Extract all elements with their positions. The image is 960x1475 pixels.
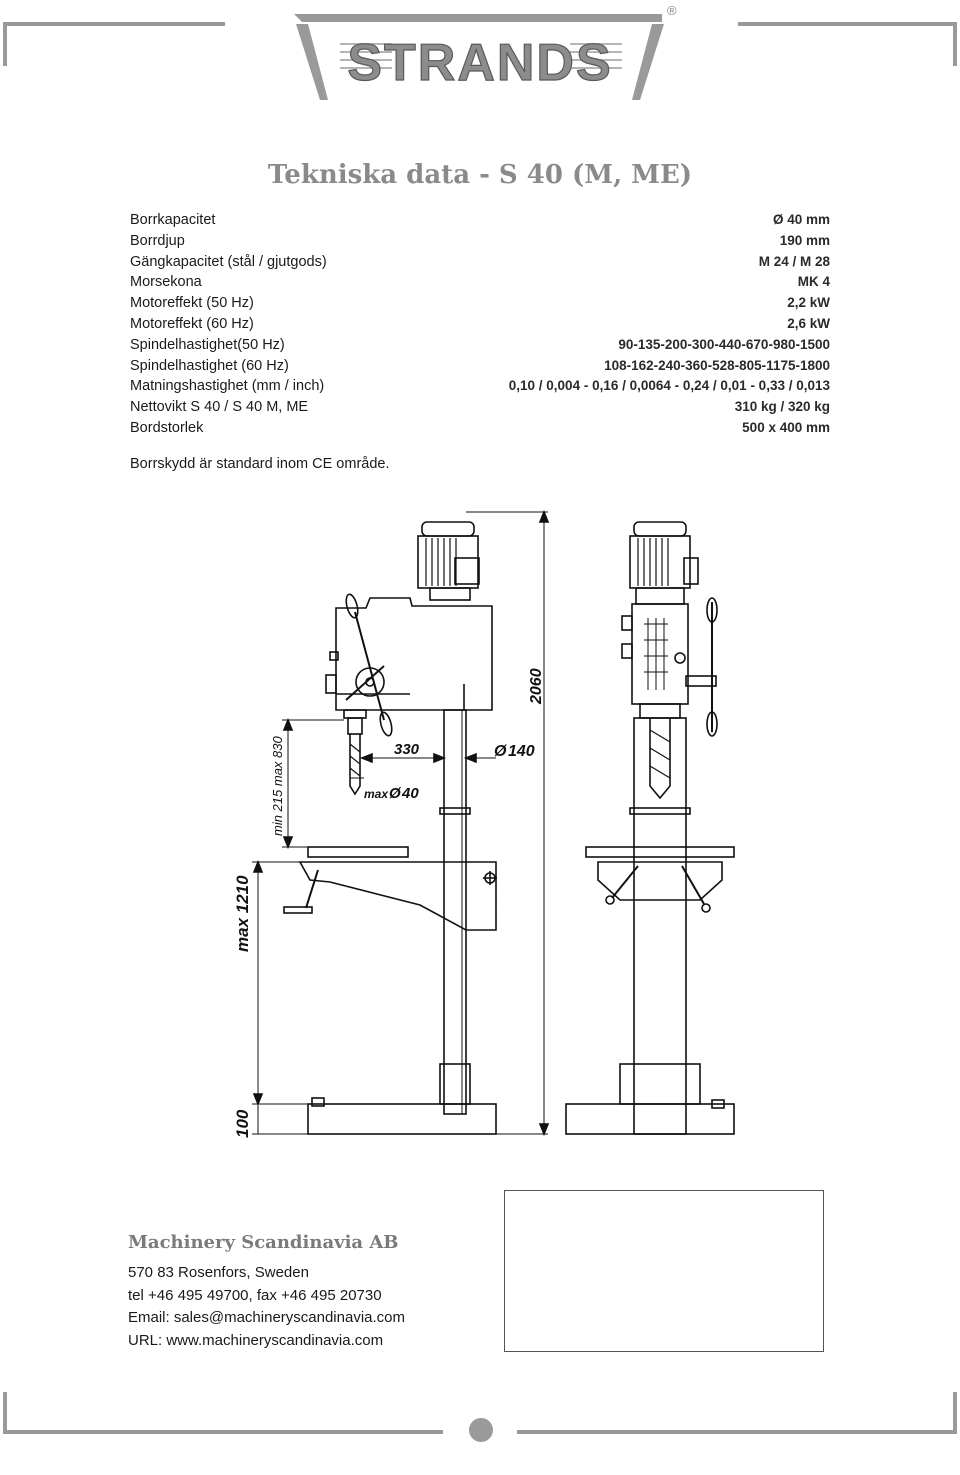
spec-row: Spindelhastighet(50 Hz) 90-135-200-300-44… (130, 335, 830, 356)
spec-value: 90-135-200-300-440-670-980-1500 (618, 336, 830, 352)
spec-value: M 24 / M 28 (758, 253, 830, 269)
page-title: Tekniska data - S 40 (M, ME) (267, 160, 693, 190)
dim-table-floor: max 1210 (233, 875, 252, 952)
address: 570 83 Rosenfors, Sweden (128, 1264, 309, 1281)
registered-mark: ® (667, 3, 677, 18)
front-column (633, 717, 687, 1135)
spec-value: 108-162-240-360-528-805-1175-1800 (604, 357, 830, 373)
spec-row: Gängkapacitet (stål / gjutgods) M 24 / M … (130, 252, 830, 273)
logo-text: STRANDS (347, 34, 612, 92)
spec-value: 500 x 400 mm (742, 419, 830, 435)
spec-row: Borrkapacitet Ø 40 mm (130, 210, 830, 231)
frame-corner-bottom-left (3, 1430, 443, 1434)
spec-label: Spindelhastighet (60 Hz) (130, 357, 289, 374)
contact-block: 570 83 Rosenfors, Sweden tel +46 495 497… (128, 1262, 405, 1352)
spec-value: MK 4 (797, 274, 830, 290)
base (307, 1103, 497, 1135)
dealer-stamp-box (504, 1190, 824, 1352)
dim-total-height: 2060 (528, 668, 545, 705)
company-name: Machinery Scandinavia AB (128, 1232, 399, 1253)
spec-label: Gängkapacitet (stål / gjutgods) (130, 253, 327, 270)
frame-corner-bottom-right (517, 1430, 957, 1434)
dim-drill-prefix: max (364, 787, 389, 801)
spec-row: Motoreffekt (50 Hz) 2,2 kW (130, 293, 830, 314)
spec-row: Matningshastighet (mm / inch) 0,10 / 0,00… (130, 376, 830, 397)
brand-logo: STRANDS ® (294, 3, 677, 100)
column (443, 709, 467, 1115)
diameter-symbol: Ø (494, 743, 507, 760)
spec-value: 0,10 / 0,004 - 0,16 / 0,0064 - 0,24 / 0,… (508, 378, 830, 394)
spec-label: Borrdjup (130, 232, 185, 249)
spec-row: Nettovikt S 40 / S 40 M, ME 310 kg / 320 … (130, 397, 830, 418)
spec-value: Ø 40 mm (772, 212, 830, 227)
frame-corner-bottom-right (953, 1392, 957, 1434)
phone-fax: tel +46 495 49700, fax +46 495 20730 (128, 1286, 382, 1304)
spec-label: Spindelhastighet(50 Hz) (130, 336, 285, 353)
front-head (631, 603, 689, 705)
work-table (307, 846, 409, 858)
dim-drill-capacity: 40 (401, 785, 419, 802)
spec-value: 2,2 kW (787, 295, 830, 311)
spec-row: Bordstorlek 500 x 400 mm (130, 418, 830, 439)
dim-spindle-table: min 215 max 830 (270, 736, 285, 836)
machine-drawing: 2060 330 Ø 140 max Ø 40 min 215 max 830 … (233, 509, 735, 1138)
motor (417, 535, 479, 589)
dim-throat: 330 (394, 741, 420, 758)
url-link[interactable]: URL: www.machineryscandinavia.com (128, 1331, 384, 1349)
spec-label: Nettovikt S 40 / S 40 M, ME (130, 399, 309, 416)
dim-base-height: 100 (233, 1109, 252, 1138)
feed-hub (355, 667, 385, 697)
frame-corner-top-left (3, 22, 7, 66)
spec-label: Bordstorlek (130, 419, 204, 436)
frame-corner-top-left (3, 22, 225, 26)
dim-column-diameter: 140 (508, 743, 535, 760)
email-link[interactable]: Email: sales@machineryscandinavia.com (128, 1309, 406, 1326)
spec-label: Motoreffekt (60 Hz) (130, 315, 254, 332)
spec-row: Motoreffekt (60 Hz) 2,6 kW (130, 314, 830, 335)
drill-head (335, 597, 493, 711)
page-indicator-dot (469, 1418, 493, 1442)
frame-corner-top-right (738, 22, 957, 26)
spec-label: Motoreffekt (50 Hz) (130, 295, 254, 312)
motor-fan-cover (421, 521, 475, 537)
spec-label: Morsekona (130, 274, 202, 291)
spec-label: Matningshastighet (mm / inch) (130, 378, 325, 395)
spec-row: Morsekona MK 4 (130, 272, 830, 293)
frame-corner-top-right (953, 22, 957, 66)
spec-label: Borrkapacitet (130, 212, 216, 228)
spec-row: Borrdjup 190 mm (130, 231, 830, 252)
diameter-symbol: Ø (389, 785, 402, 802)
spec-value: 190 mm (779, 232, 830, 248)
spec-row: Spindelhastighet (60 Hz) 108-162-240-360-… (130, 356, 830, 377)
frame-corner-bottom-left (3, 1392, 7, 1434)
spec-table: Borrkapacitet Ø 40 mm Borrdjup 190 mm Gäng… (130, 210, 830, 439)
ce-note: Borrskydd är standard inom CE område. (130, 456, 390, 472)
spec-value: 310 kg / 320 kg (734, 399, 830, 415)
spec-value: 2,6 kW (787, 315, 830, 331)
